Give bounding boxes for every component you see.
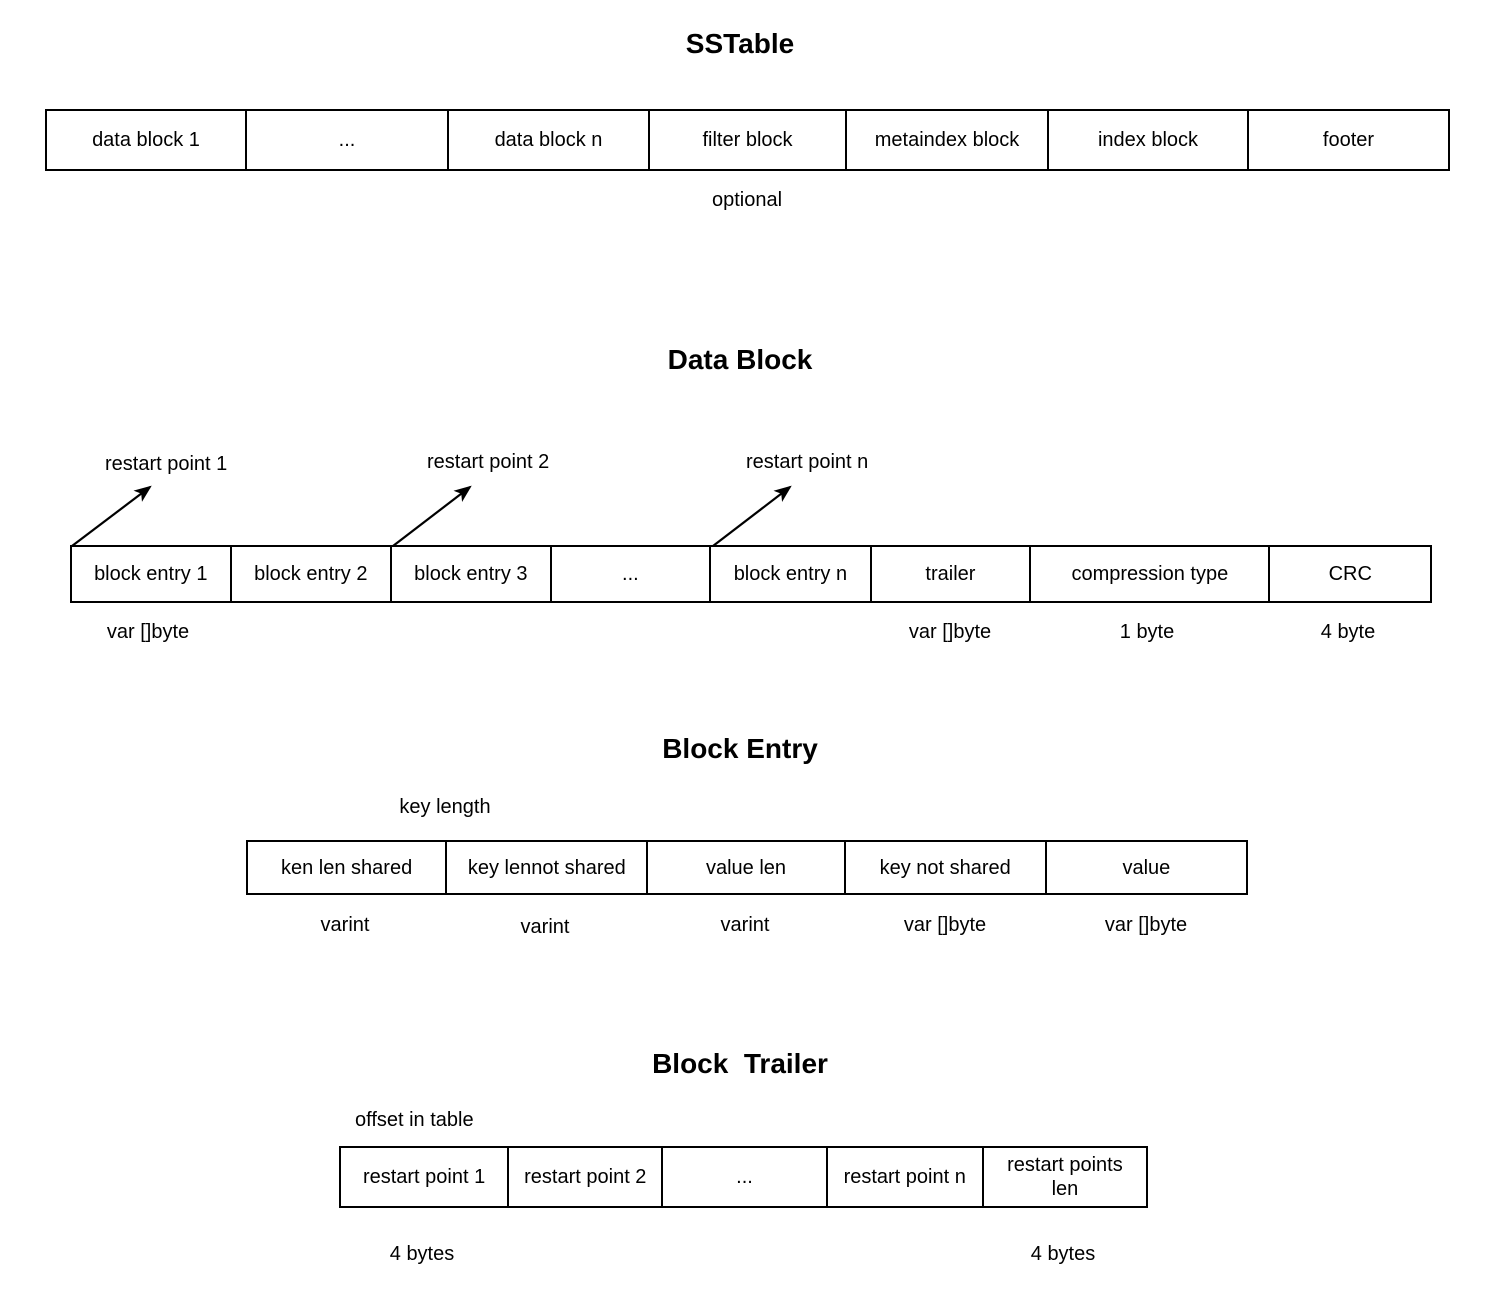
data-block-cell-block-entry-3[interactable]: block entry 3 [392,547,552,601]
block-entry-cell-value[interactable]: value [1122,856,1171,879]
restart-point-arrow-2 [392,485,472,547]
block-entry-cell-value-len[interactable]: value len [648,842,846,893]
data-block-cell-block-entry-n[interactable]: block entry n [711,547,872,601]
sstable-strip: data block 1 ... data block n filter blo… [45,109,1450,171]
block-entry-size-label-5: var []byte [1104,914,1188,936]
block-entry-title: Block Entry [662,733,818,764]
block-entry-key-length-note: key length [399,796,491,818]
block-trailer-cell-ellipsis[interactable]: ... [663,1148,828,1206]
data-block-callout-label-1: restart point 1 [105,453,228,475]
block-entry-size-label-2: varint [520,916,570,938]
sstable-cell-metaindex-block[interactable]: metaindex block [847,111,1049,169]
restart-point-arrow-3 [712,485,792,547]
data-block-size-label-3: 1 byte [1119,621,1175,643]
sstable-cell-footer[interactable]: footer [1322,129,1375,151]
block-trailer-title: Block Trailer [652,1048,828,1079]
data-block-strip: block entry 1 block entry 2 block entry … [70,545,1432,603]
sstable-title: SSTable [685,28,795,59]
block-entry-cell-key-lennot-shared[interactable]: key lennot shared [447,842,649,893]
block-trailer-cell-restart-point-1[interactable]: restart point 1 [341,1148,510,1206]
data-block-cell-block-entry-1[interactable]: block entry 1 [72,547,232,601]
sstable-cell-data-block-1[interactable]: data block 1 [47,111,247,169]
block-trailer-size-label-1: 4 bytes [389,1243,455,1265]
block-entry-cell-ken-len-shared[interactable]: ken len shared [248,842,448,893]
data-block-cell-trailer[interactable]: trailer [872,547,1032,601]
block-entry-size-label-4: var []byte [903,914,987,936]
data-block-size-label-4: 4 byte [1320,621,1376,643]
data-block-size-label-1: var []byte [106,621,190,643]
data-block-cell-block-entry-2[interactable]: block entry 2 [232,547,393,601]
restart-point-arrow-1 [71,485,152,547]
block-trailer-offset-note: offset in table [355,1109,474,1131]
data-block-size-label-2: var []byte [908,621,992,643]
data-block-callout-label-2: restart point 2 [427,451,550,473]
sstable-cell-data-block-n[interactable]: data block n [449,111,650,169]
block-trailer-strip: restart point 1 restart point 2 ... rest… [339,1146,1148,1208]
data-block-cell-crc[interactable]: CRC [1328,563,1372,585]
sstable-cell-index-block[interactable]: index block [1049,111,1249,169]
data-block-cell-compression-type[interactable]: compression type [1031,547,1271,601]
block-entry-strip: ken len shared key lennot shared value l… [246,840,1248,895]
sstable-optional-note: optional [711,189,783,211]
block-trailer-cell-restart-point-2[interactable]: restart point 2 [509,1148,664,1206]
block-trailer-size-label-2: 4 bytes [1030,1243,1096,1265]
data-block-title: Data Block [667,344,813,375]
data-block-callout-label-3: restart point n [746,451,869,473]
block-trailer-cell-restart-points-len[interactable]: restart points len [1007,1154,1123,1200]
sstable-cell-ellipsis[interactable]: ... [247,111,449,169]
block-entry-size-label-1: varint [320,914,370,936]
block-entry-cell-key-not-shared[interactable]: key not shared [846,842,1047,893]
block-entry-size-label-3: varint [720,914,770,936]
data-block-cell-ellipsis[interactable]: ... [552,547,712,601]
block-trailer-cell-restart-point-n[interactable]: restart point n [828,1148,984,1206]
sstable-cell-filter-block[interactable]: filter block [650,111,847,169]
